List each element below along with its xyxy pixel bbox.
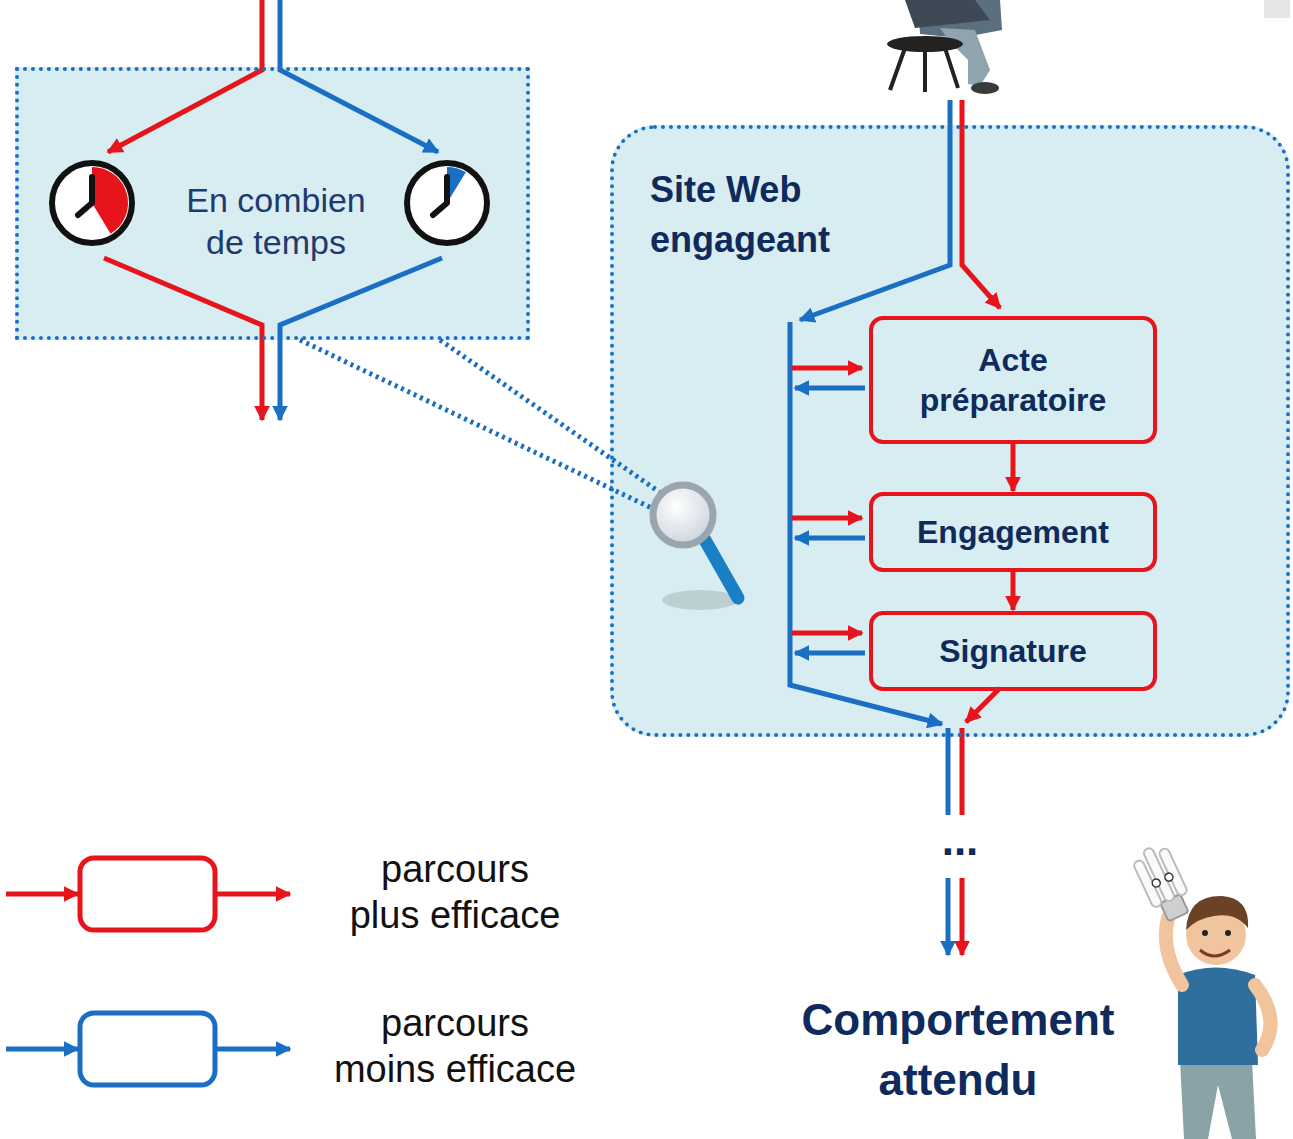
legend-item: parcours moins efficace	[0, 1010, 640, 1110]
process-box: Engagement	[869, 492, 1157, 572]
legend-item: parcours plus efficace	[0, 855, 640, 955]
flow-arrow	[1011, 572, 1016, 610]
laptop-person	[887, 0, 1002, 94]
panel-heading: En combien de temps	[176, 179, 376, 263]
legend-text: parcours moins efficace	[329, 1000, 581, 1092]
zoom-paths	[104, 0, 442, 420]
legend-sample	[0, 1010, 300, 1090]
site-region: Acte préparatoireEngagementSignature Site…	[610, 125, 1290, 737]
legend-sample	[0, 855, 300, 935]
process-box: Acte préparatoire	[869, 316, 1157, 444]
outcome-label: Comportement attendu	[768, 990, 1148, 1110]
flow-arrow	[1011, 444, 1016, 491]
bulb-man	[1130, 841, 1271, 1139]
spur-arrows	[792, 368, 865, 653]
box-label: Signature	[939, 631, 1087, 671]
box-label: Engagement	[917, 512, 1109, 552]
legend-text: parcours plus efficace	[344, 846, 566, 938]
magnifier-icon	[653, 485, 738, 610]
zoom-ground	[15, 67, 530, 340]
box-label: Acte préparatoire	[885, 340, 1141, 420]
panel-heading: Site Web engageant	[650, 165, 890, 265]
corner-icon	[1264, 0, 1290, 18]
zoom-panel: En combien de temps	[15, 67, 530, 340]
process-box: Signature	[869, 611, 1157, 691]
ellipsis-label: ...	[900, 815, 1020, 865]
